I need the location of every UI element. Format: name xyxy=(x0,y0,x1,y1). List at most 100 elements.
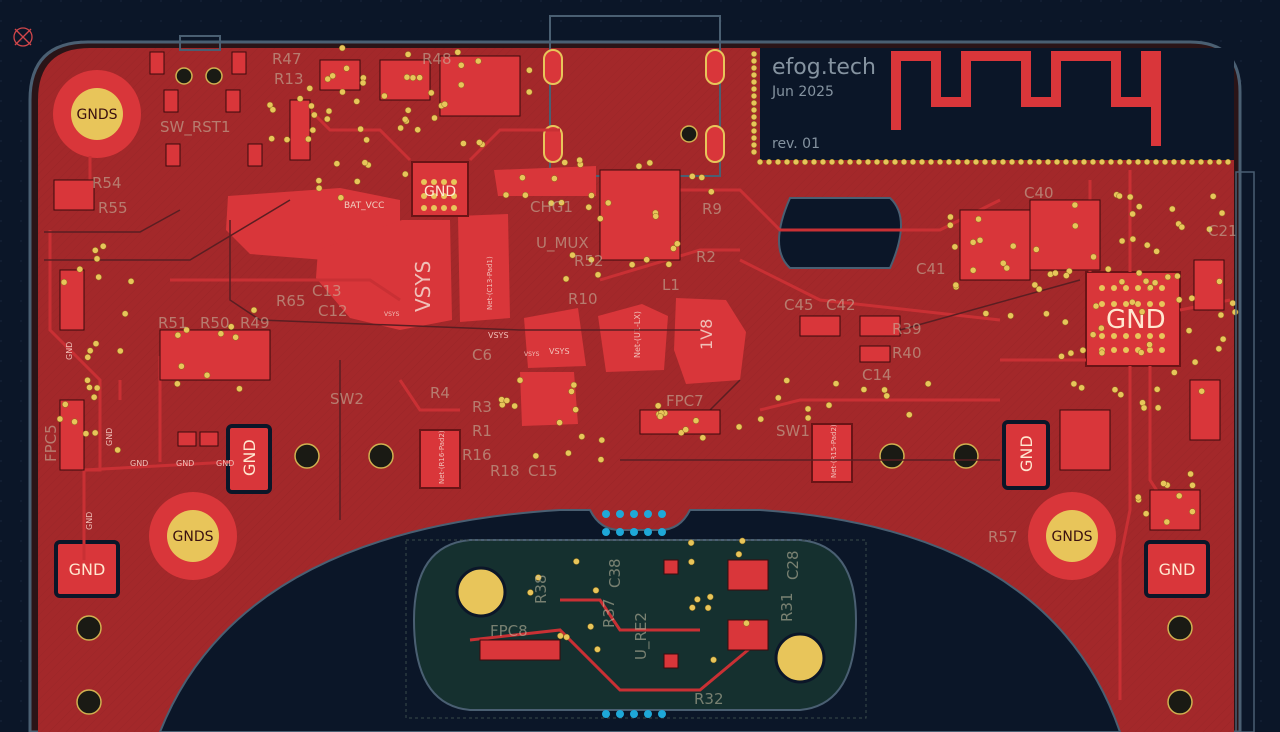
via xyxy=(1175,492,1183,500)
via xyxy=(250,306,258,314)
via xyxy=(1160,480,1167,487)
refdes-label: R55 xyxy=(98,199,128,217)
via xyxy=(178,363,185,370)
pmic-gnd-label: GND xyxy=(424,184,456,200)
via xyxy=(1144,241,1151,249)
via xyxy=(1163,518,1171,526)
via xyxy=(283,136,291,143)
via xyxy=(1031,281,1039,289)
via xyxy=(1142,277,1150,285)
via xyxy=(792,158,800,166)
via xyxy=(416,74,423,81)
pmic-ic[interactable]: GND xyxy=(411,161,469,217)
via xyxy=(828,158,836,166)
refdes-label: R40 xyxy=(892,344,922,362)
gnd-square-label: GND xyxy=(69,560,106,579)
via xyxy=(951,243,959,251)
via xyxy=(1067,349,1075,357)
via xyxy=(687,539,695,547)
refdes-label: R57 xyxy=(988,528,1018,546)
date-label: Jun 2025 xyxy=(771,84,834,100)
chg-pour[interactable] xyxy=(494,166,596,196)
refdes-label: FPC5 xyxy=(42,424,60,462)
via xyxy=(1153,386,1161,393)
via xyxy=(587,623,594,630)
via xyxy=(90,393,98,401)
via xyxy=(635,162,643,170)
via xyxy=(1188,158,1196,166)
gnds-pad-label: GNDS xyxy=(1052,529,1093,545)
net-r15-label: Net-(R15-Pad2) xyxy=(830,424,838,478)
via xyxy=(1152,158,1160,166)
gnds-pad[interactable]: GNDS xyxy=(53,70,141,158)
r15-pad[interactable]: Net-(R15-Pad2) xyxy=(811,423,853,483)
gnd-square-pad[interactable]: GND xyxy=(1002,420,1050,490)
via xyxy=(1198,388,1205,395)
via xyxy=(1070,380,1078,388)
via xyxy=(578,433,586,440)
vsys-small-pour[interactable] xyxy=(524,308,586,368)
gnd-square-pad[interactable]: GND xyxy=(54,540,120,598)
via xyxy=(562,275,570,283)
refdes-label: C28 xyxy=(784,550,802,580)
via xyxy=(1216,278,1223,285)
refdes-label: R9 xyxy=(702,200,722,218)
via xyxy=(710,656,717,664)
via xyxy=(525,88,533,96)
usb-shield-pads[interactable] xyxy=(543,49,725,163)
via xyxy=(324,115,331,123)
pcb-antenna-trace[interactable] xyxy=(891,51,1161,146)
refdes-label: R18 xyxy=(490,462,520,480)
vsys-small-label: VSYS xyxy=(524,351,540,358)
1v8-pour[interactable] xyxy=(674,298,746,384)
via xyxy=(1170,158,1178,166)
refdes-label: FPC7 xyxy=(666,392,704,410)
via xyxy=(1089,158,1097,166)
via xyxy=(982,310,990,317)
net-r16-label: Net-(R16-Pad2) xyxy=(438,430,446,484)
via xyxy=(568,388,575,395)
via xyxy=(900,158,908,166)
refdes-label: C38 xyxy=(606,558,624,588)
gnd-square-pad[interactable]: GND xyxy=(226,424,272,494)
net-c13-pour[interactable] xyxy=(458,214,510,322)
via xyxy=(548,199,555,207)
r16-pad[interactable]: Net-(R16-Pad2) xyxy=(419,429,461,489)
gnd-square-pad[interactable]: GND xyxy=(1144,540,1210,598)
via xyxy=(572,406,579,413)
via xyxy=(315,184,323,192)
via xyxy=(62,401,69,408)
via xyxy=(337,194,345,201)
via xyxy=(86,384,93,391)
vsys-small-pour-2[interactable] xyxy=(520,372,578,426)
via xyxy=(1052,269,1059,277)
encoder-mount-pad[interactable] xyxy=(774,632,826,684)
encoder-mount-pad[interactable] xyxy=(455,566,507,618)
via xyxy=(397,124,404,132)
gnd-square-label: GND xyxy=(1017,435,1036,472)
vsys-pour[interactable] xyxy=(316,220,452,330)
via xyxy=(1231,308,1239,316)
refdes-label: C45 xyxy=(784,296,814,314)
gnds-pad[interactable]: GNDS xyxy=(149,492,237,580)
via xyxy=(750,57,758,65)
via xyxy=(296,95,304,102)
via xyxy=(1126,193,1134,201)
via xyxy=(503,397,511,404)
via xyxy=(1062,158,1070,166)
net-u1-lx-pour[interactable] xyxy=(598,304,668,372)
via xyxy=(183,326,190,334)
gnds-pad[interactable]: GNDS xyxy=(1028,492,1116,580)
gnd-trace-label: GND xyxy=(105,428,114,446)
via xyxy=(699,434,707,441)
via xyxy=(597,215,604,222)
via xyxy=(357,125,364,133)
refdes-label: R54 xyxy=(92,174,122,192)
via xyxy=(403,73,411,81)
via xyxy=(361,159,369,166)
via xyxy=(561,159,568,166)
gnd-trace-label: GND xyxy=(130,459,148,468)
via xyxy=(1035,158,1043,166)
